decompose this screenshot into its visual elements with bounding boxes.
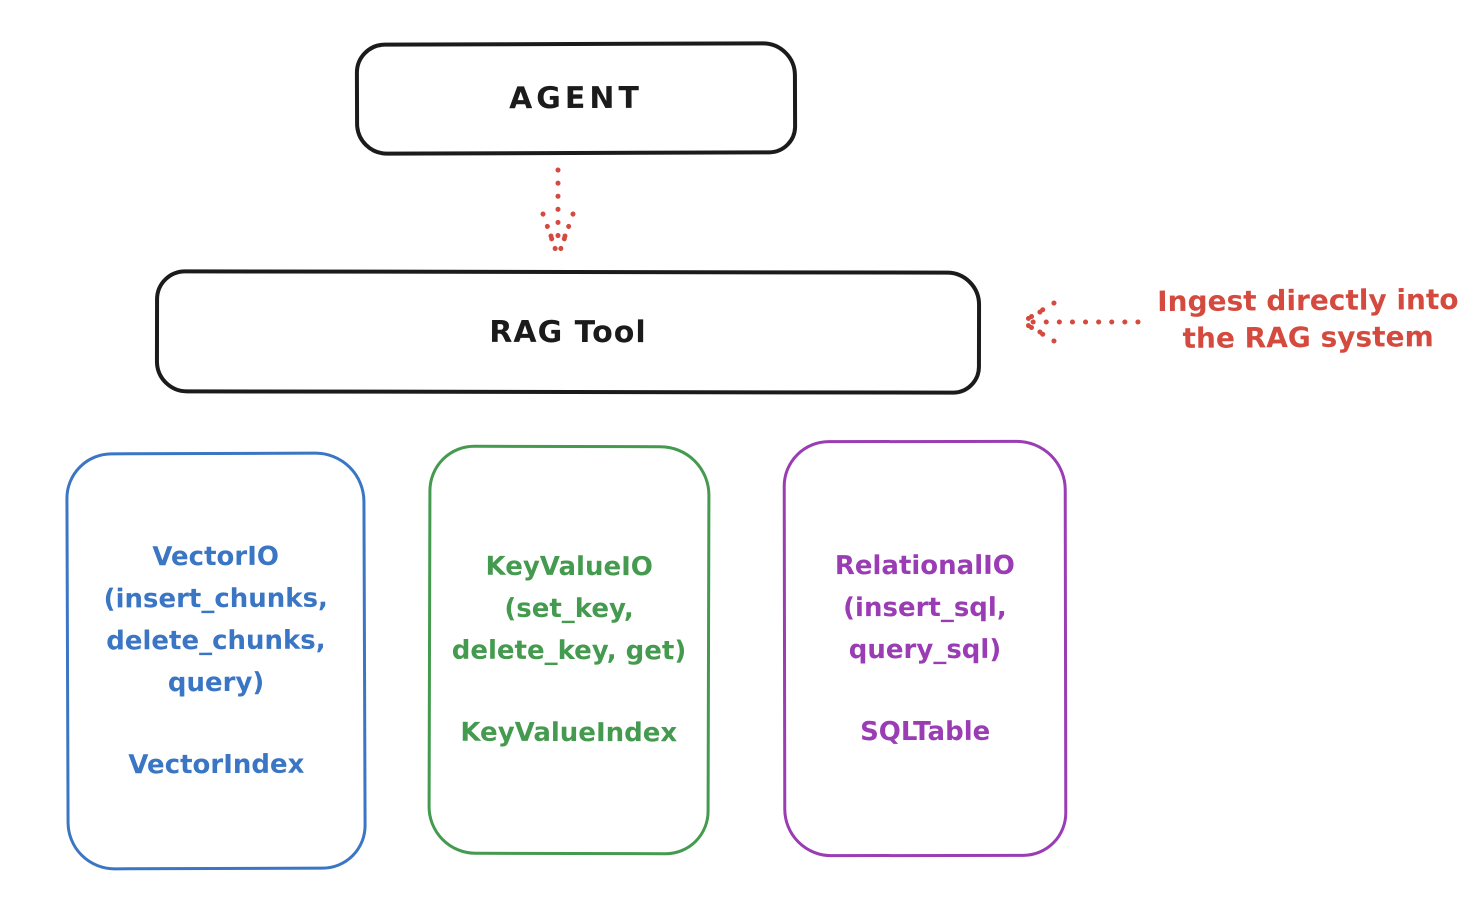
sql-table-label: SQLTable [860, 716, 991, 747]
vector-io-line: VectorIO [152, 541, 280, 573]
keyvalue-io-functions: KeyValueIO (set_key, delete_key, get) [452, 546, 687, 673]
ingest-annotation: Ingest directly into the RAG system [1140, 281, 1477, 357]
vector-io-line: delete_chunks, [106, 625, 326, 657]
vector-io-line: query) [167, 667, 265, 699]
agent-to-rag-arrow [540, 167, 576, 260]
relational-io-functions: RelationalIO (insert_sql, query_sql) [835, 544, 1015, 670]
ingest-annotation-line2: the RAG system [1182, 320, 1434, 355]
keyvalue-io-box: KeyValueIO (set_key, delete_key, get) Ke… [427, 444, 711, 856]
agent-box-label: AGENT [508, 80, 644, 117]
vector-index-label: VectorIndex [128, 749, 305, 781]
keyvalue-io-line: (set_key, [504, 593, 634, 625]
ingest-annotation-line1: Ingest directly into [1157, 282, 1459, 319]
ingest-arrow [1019, 300, 1141, 344]
relational-io-line: RelationalIO [834, 550, 1015, 581]
keyvalue-io-line: KeyValueIO [485, 551, 653, 583]
rag-tool-box-label: RAG Tool [489, 314, 647, 350]
relational-io-line: query_sql) [848, 634, 1002, 665]
rag-tool-box: RAG Tool [154, 269, 982, 395]
agent-box: AGENT [354, 41, 798, 156]
vector-io-box: VectorIO (insert_chunks, delete_chunks, … [65, 451, 367, 871]
vector-io-line: (insert_chunks, [103, 583, 328, 615]
keyvalue-index-label: KeyValueIndex [460, 717, 678, 749]
vector-io-functions: VectorIO (insert_chunks, delete_chunks, … [103, 536, 328, 705]
keyvalue-io-line: delete_key, get) [451, 635, 687, 667]
relational-io-box: RelationalIO (insert_sql, query_sql) SQL… [782, 439, 1068, 858]
relational-io-line: (insert_sql, [843, 592, 1007, 623]
